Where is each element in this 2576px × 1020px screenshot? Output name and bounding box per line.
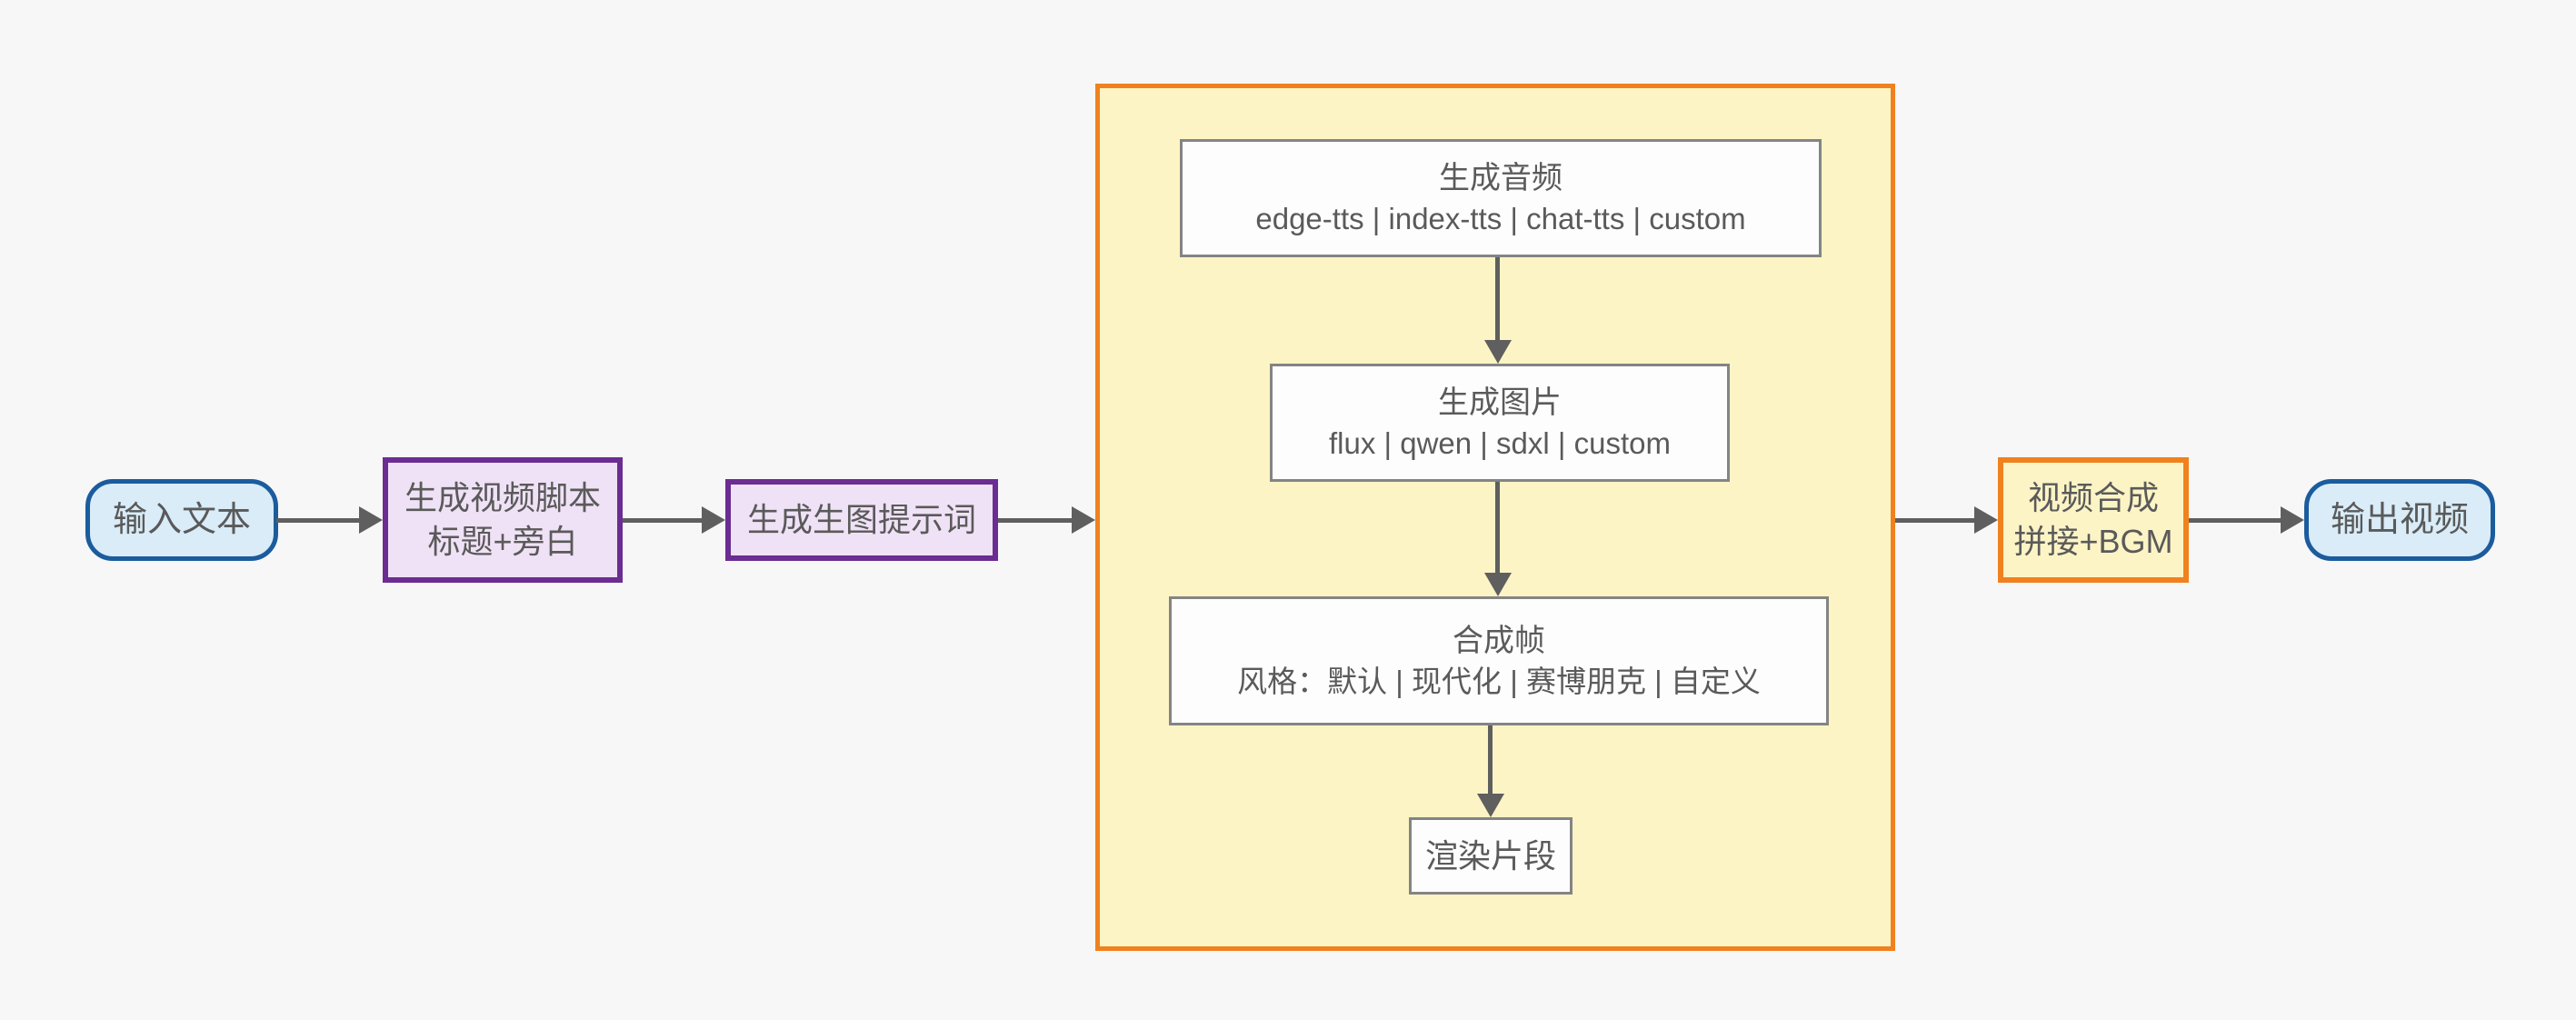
flow-arrow-head bbox=[702, 506, 725, 534]
compose-step-node: 视频合成 拼接+BGM bbox=[1998, 457, 2189, 583]
frame-step-node: 合成帧 风格：默认 | 现代化 | 赛博朋克 | 自定义 bbox=[1169, 596, 1829, 725]
flow-arrow-line bbox=[1895, 518, 1974, 523]
flow-arrow-head bbox=[1072, 506, 1095, 534]
script-step-subtitle: 标题+旁白 bbox=[427, 523, 578, 560]
compose-step-subtitle: 拼接+BGM bbox=[2013, 523, 2173, 560]
script-step-title: 生成视频脚本 bbox=[404, 479, 601, 517]
flow-arrow-line bbox=[998, 518, 1072, 523]
audio-step-node: 生成音频 edge-tts | index-tts | chat-tts | c… bbox=[1180, 139, 1822, 257]
flow-arrow-head bbox=[2281, 506, 2304, 534]
flow-arrow-line bbox=[1488, 725, 1493, 795]
compose-step-title: 视频合成 bbox=[2027, 479, 2159, 517]
flow-arrow-line bbox=[623, 518, 702, 523]
frame-step-title: 合成帧 bbox=[1453, 623, 1545, 658]
audio-step-subtitle: edge-tts | index-tts | chat-tts | custom bbox=[1255, 201, 1746, 235]
input-terminal-label: 输入文本 bbox=[112, 500, 251, 539]
output-terminal-label: 输出视频 bbox=[2330, 500, 2469, 539]
prompt-step-node: 生成生图提示词 bbox=[725, 479, 998, 561]
image-step-subtitle: flux | qwen | sdxl | custom bbox=[1328, 425, 1672, 460]
prompt-step-label: 生成生图提示词 bbox=[746, 501, 976, 539]
render-step-label: 渲染片段 bbox=[1424, 836, 1556, 875]
flow-arrow-line bbox=[2189, 518, 2281, 523]
flow-arrow-head bbox=[1484, 573, 1512, 596]
flow-arrow-head bbox=[1477, 794, 1504, 817]
flow-arrow-line bbox=[1495, 257, 1500, 343]
image-step-title: 生成图片 bbox=[1438, 385, 1562, 420]
flow-arrow-line bbox=[1495, 482, 1500, 573]
input-terminal-node: 输入文本 bbox=[85, 479, 278, 561]
output-terminal-node: 输出视频 bbox=[2304, 479, 2495, 561]
render-step-node: 渲染片段 bbox=[1409, 817, 1573, 895]
flow-arrow-head bbox=[1974, 506, 1998, 534]
frame-step-subtitle: 风格：默认 | 现代化 | 赛博朋克 | 自定义 bbox=[1237, 664, 1761, 698]
flow-arrow-head bbox=[359, 506, 383, 534]
audio-step-title: 生成音频 bbox=[1439, 160, 1563, 195]
script-step-node: 生成视频脚本 标题+旁白 bbox=[383, 457, 623, 583]
flow-arrow-head bbox=[1484, 340, 1512, 364]
image-step-node: 生成图片 flux | qwen | sdxl | custom bbox=[1270, 364, 1730, 482]
flow-arrow-line bbox=[276, 518, 360, 523]
